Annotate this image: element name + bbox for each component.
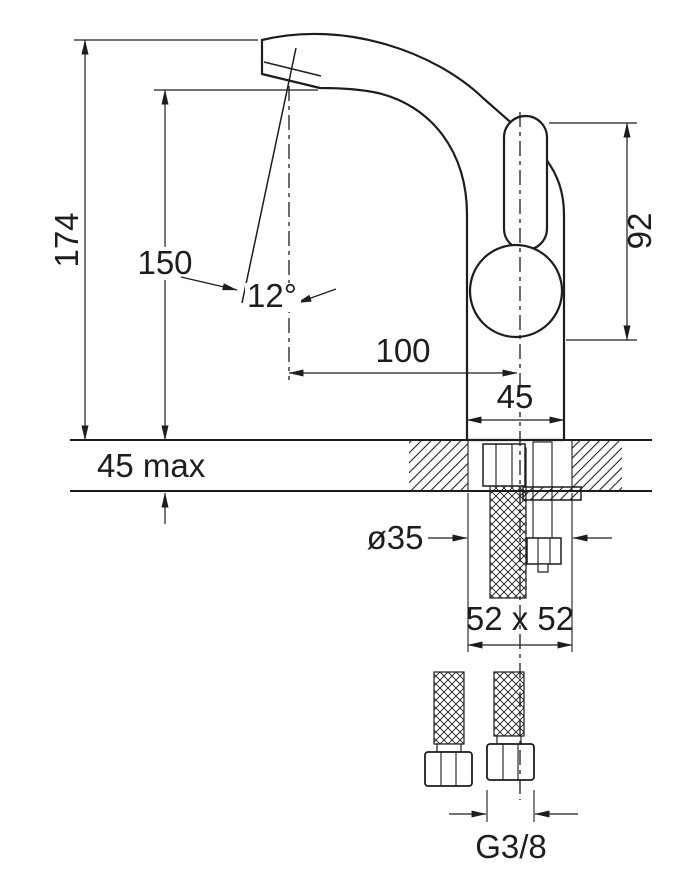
centerlines (288, 86, 521, 800)
label-mask (494, 385, 538, 412)
dim-total-height: 174 (48, 39, 258, 441)
label-mask (132, 247, 198, 280)
aerator-seam (263, 61, 322, 77)
dim-deck-thickness-label: 45 max (97, 447, 206, 484)
dim-footprint: 52 x 52 (466, 493, 574, 652)
dim-connection-thread-label: G3/8 (475, 828, 547, 865)
hose-fitting-nut (482, 443, 526, 487)
dim-deck-thickness: 45 max (97, 447, 206, 524)
supply-hoses (424, 671, 535, 787)
label-mask (245, 283, 301, 312)
deck-hatch-right (572, 441, 622, 490)
arrow-line (296, 288, 337, 304)
dim-total-height-label: 174 (48, 212, 85, 267)
mounting-assembly (482, 441, 582, 599)
dim-body-width-label: 45 (497, 378, 534, 415)
handle-knob (468, 243, 564, 339)
dimension-annotations: 174 150 45 max 92 100 (48, 39, 658, 865)
dim-hole-diameter-label: ø35 (367, 519, 424, 556)
arrow-line (180, 276, 238, 291)
faucet-silhouette (260, 32, 566, 442)
faucet-body (260, 32, 566, 442)
dim-body-width: 45 (466, 378, 565, 424)
hose-right-connector-nut (486, 743, 535, 781)
dim-spout-reach: 100 (288, 332, 518, 377)
mounting-nut (526, 537, 562, 565)
dim-connection-thread: G3/8 (449, 790, 578, 865)
dim-spout-height-label: 150 (137, 244, 192, 281)
hose-right-collar (496, 735, 522, 745)
dim-handle-height: 92 (549, 122, 658, 341)
dim-spout-angle-label: 12° (247, 277, 297, 314)
hose-left-collar (436, 743, 462, 753)
stud-tip (537, 563, 549, 573)
dim-spout-reach-label: 100 (375, 332, 430, 369)
dim-handle-height-label: 92 (621, 213, 658, 250)
hose-left-connector-nut (424, 751, 473, 787)
lever-handle (502, 114, 549, 252)
deck-hatch-left (409, 441, 468, 490)
countertop-section (409, 440, 622, 491)
dim-hole-diameter: ø35 (367, 519, 612, 556)
dim-spout-height: 150 (132, 89, 318, 441)
dim-footprint-label: 52 x 52 (466, 600, 574, 637)
spout-angle-reference-line (241, 47, 297, 304)
dim-spout-angle: 12° (180, 276, 337, 314)
hose-left (433, 671, 465, 745)
